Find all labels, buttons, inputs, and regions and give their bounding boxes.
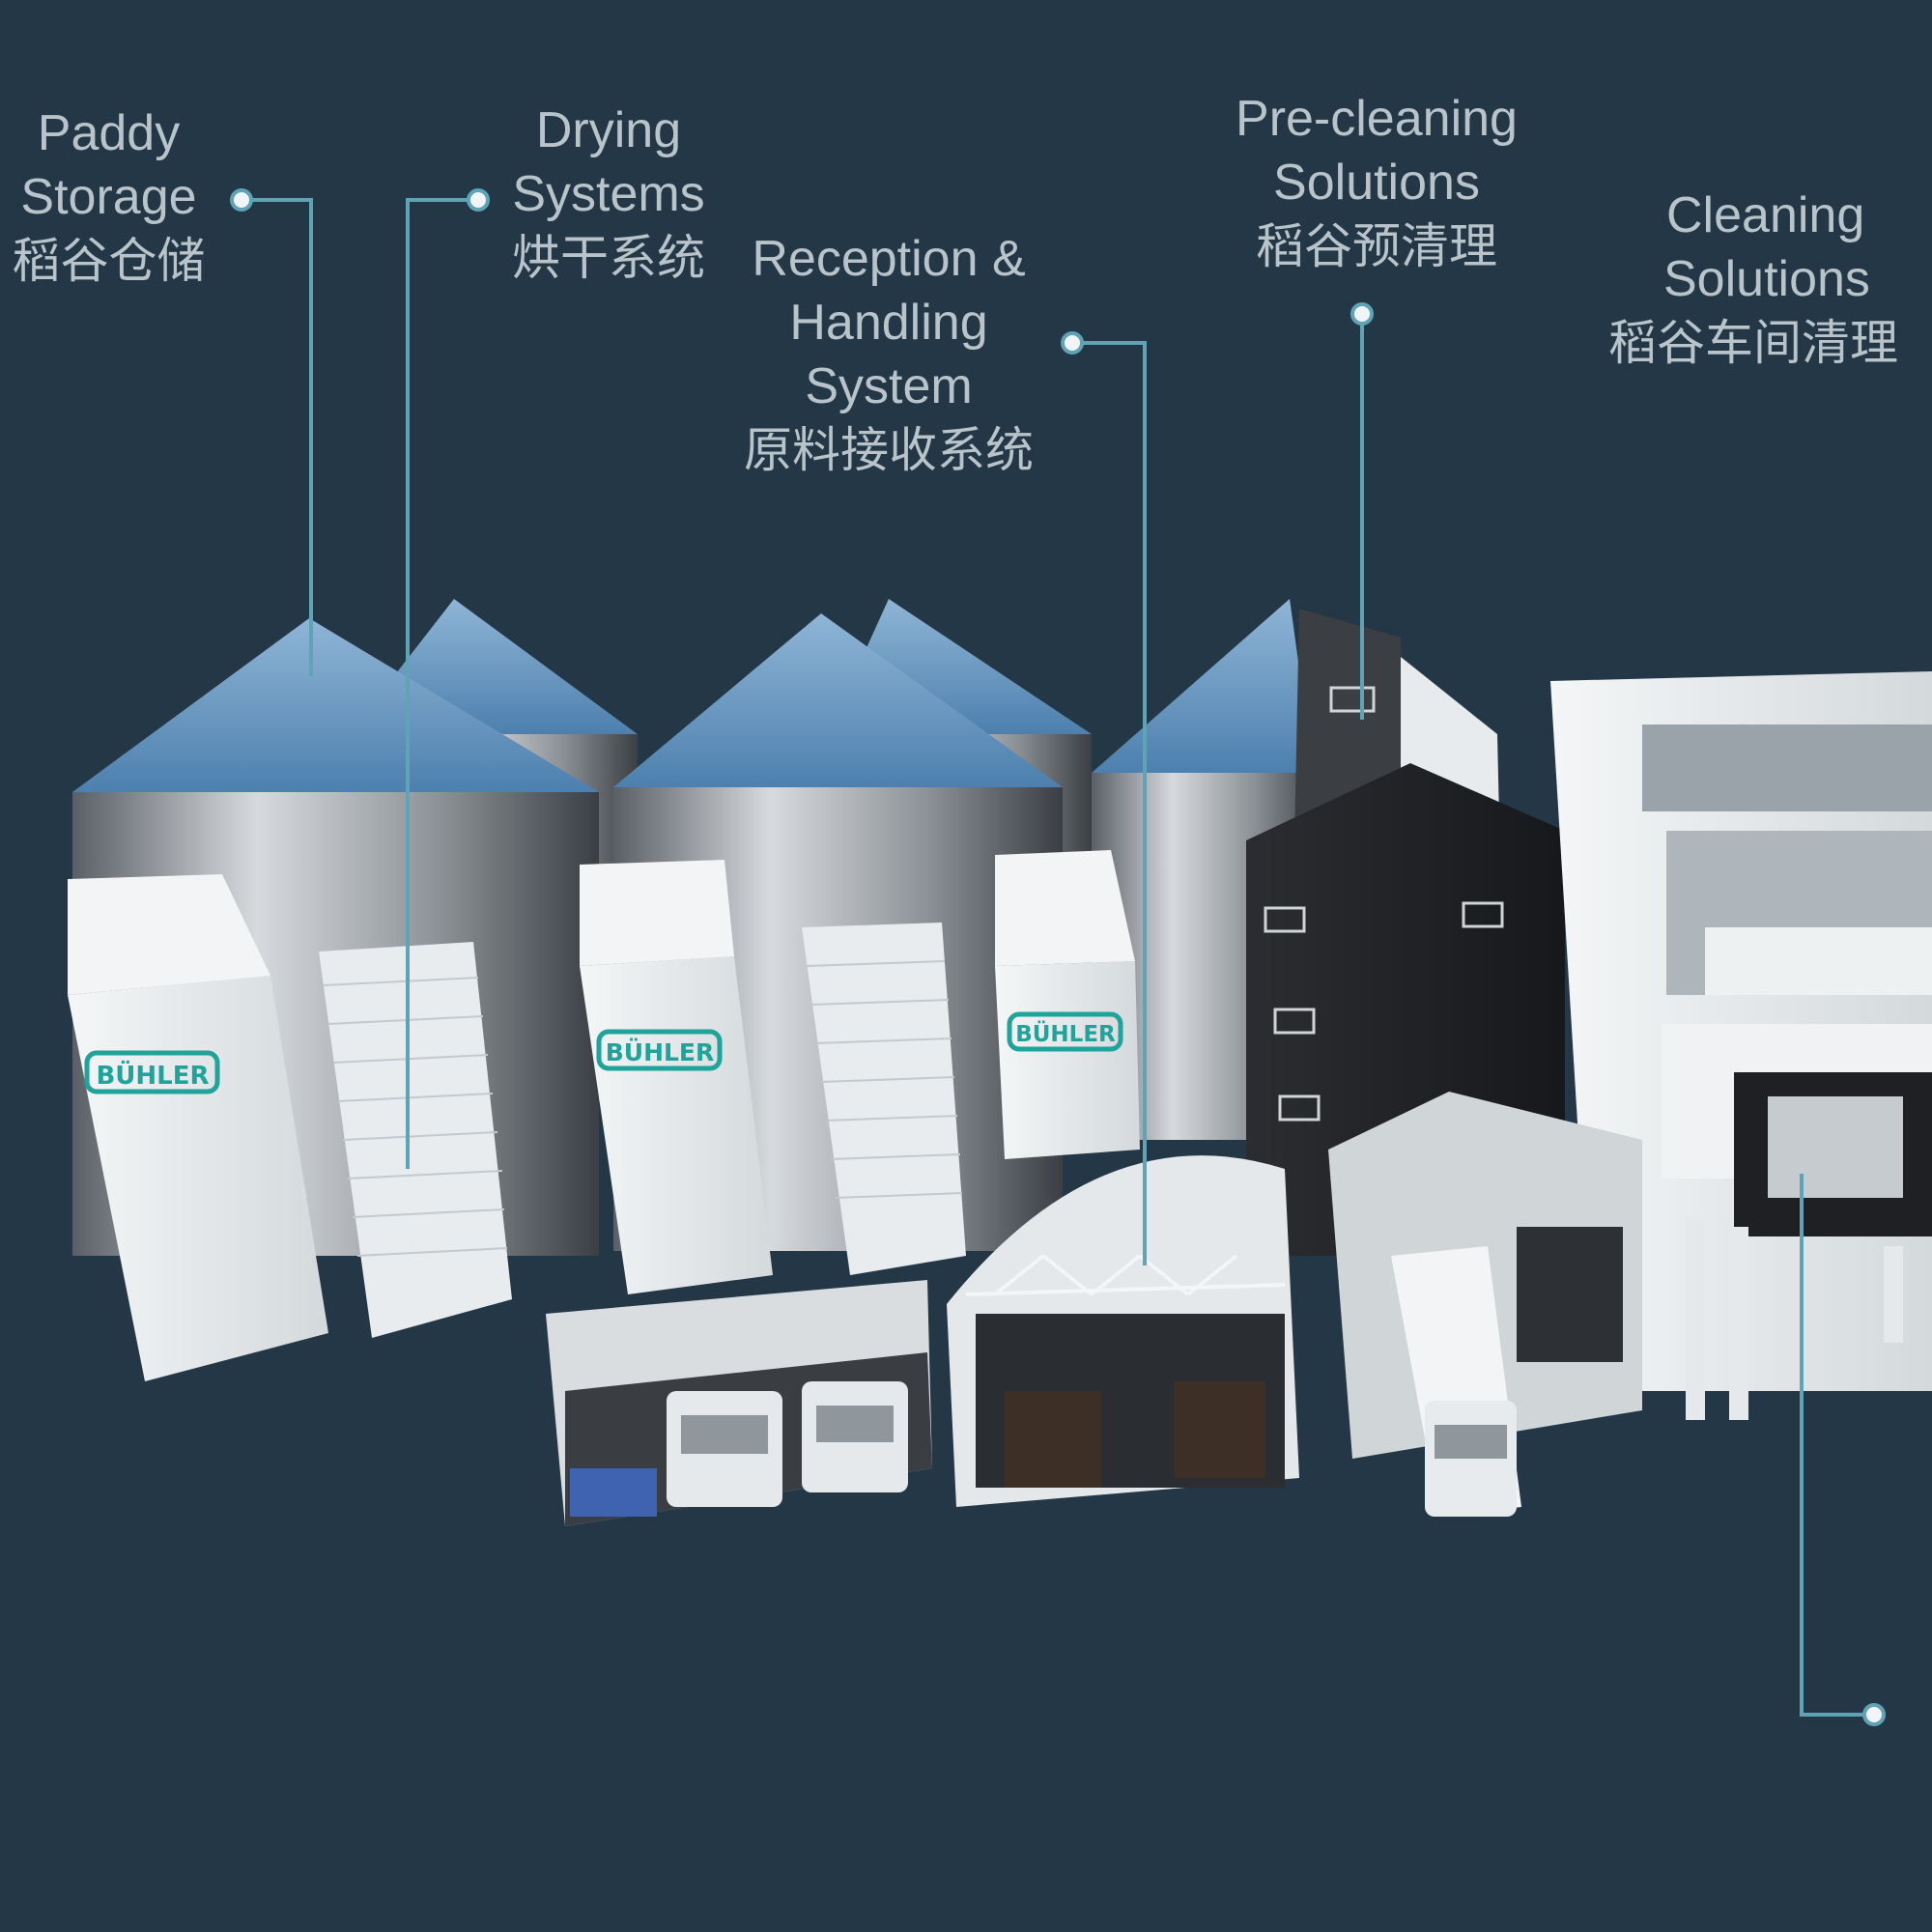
buhler-logo: BÜHLER BÜHLER BÜHLER — [84, 1011, 1123, 1094]
svg-text:BÜHLER: BÜHLER — [96, 1059, 209, 1091]
svg-text:BÜHLER: BÜHLER — [1015, 1020, 1116, 1047]
label-reception-en2: Handling — [789, 295, 988, 351]
label-paddy-storage-cn: 稻谷仓储 — [12, 233, 206, 289]
label-drying-systems: Drying Systems 烘干系统 — [497, 99, 720, 290]
callout-lines — [242, 198, 1874, 1717]
label-drying-systems-en2: Systems — [512, 166, 705, 222]
label-reception-handling: Reception & Handling System 原料接收系统 — [724, 227, 1053, 482]
label-cleaning-en2: Solutions — [1663, 251, 1870, 307]
cleaning-building — [1550, 671, 1932, 1420]
label-pre-cleaning-cn: 稻谷预清理 — [1256, 218, 1497, 274]
label-reception-cn: 原料接收系统 — [744, 422, 1034, 478]
reception-intake — [546, 1280, 932, 1526]
label-cleaning: Cleaning Solutions 稻谷车间清理 — [1604, 184, 1932, 375]
label-paddy-storage: Paddy Storage 稻谷仓储 — [0, 101, 217, 293]
label-paddy-storage-en1: Paddy — [37, 105, 181, 161]
drying-systems — [68, 850, 1140, 1381]
label-pre-cleaning: Pre-cleaning Solutions 稻谷预清理 — [1222, 87, 1531, 278]
callout-dots — [230, 188, 1886, 1726]
label-reception-en1: Reception & — [752, 231, 1026, 287]
reception-shed — [947, 1155, 1299, 1507]
label-reception-en3: System — [805, 358, 973, 414]
label-paddy-storage-en2: Storage — [20, 169, 197, 225]
label-cleaning-cn: 稻谷车间清理 — [1608, 315, 1898, 371]
label-cleaning-en1: Cleaning — [1666, 187, 1865, 243]
warehouse — [1328, 1092, 1642, 1517]
svg-text:BÜHLER: BÜHLER — [606, 1037, 715, 1066]
label-drying-systems-cn: 烘干系统 — [512, 230, 705, 286]
pre-cleaning-building — [1246, 609, 1565, 1256]
label-pre-cleaning-en1: Pre-cleaning — [1236, 91, 1518, 147]
label-drying-systems-en1: Drying — [535, 102, 682, 158]
dryer-louvres — [323, 960, 963, 1257]
label-pre-cleaning-en2: Solutions — [1273, 155, 1480, 211]
